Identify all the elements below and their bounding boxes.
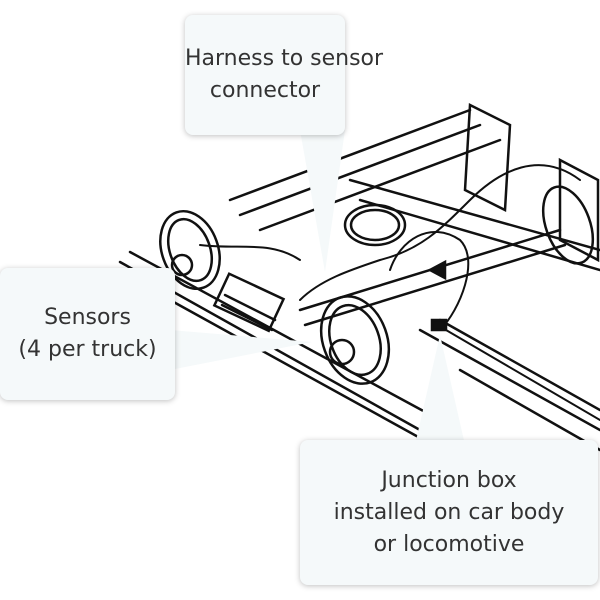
frame-beam [228, 108, 472, 202]
junction-callout-tail [415, 335, 465, 445]
junction-box-mark [430, 318, 448, 332]
wheel-front-left [159, 209, 221, 291]
rail-right [418, 328, 600, 432]
sensors-callout-tail [170, 330, 312, 370]
wheel-front-right [319, 295, 391, 385]
harness-callout-line-2: connector [209, 78, 321, 103]
junction-callout: Junction box installed on car body or lo… [300, 440, 598, 585]
junction-callout-line-1: Junction box [381, 467, 517, 493]
plate [463, 103, 512, 212]
harness-callout-tail [300, 130, 345, 272]
junction-callout-line-2: installed on car body [333, 499, 565, 525]
ring [343, 203, 407, 247]
sensors-callout-line-2: (4 per truck) [18, 337, 157, 362]
harness-callout: Harness to sensor connector [185, 15, 384, 135]
arrow-mark [427, 259, 447, 281]
wheel-rear [541, 185, 595, 265]
sensors-callout: Sensors (4 per truck) [0, 268, 175, 400]
junction-callout-line-3: or locomotive [373, 531, 525, 557]
harness-callout-line-1: Harness to sensor [185, 46, 384, 71]
sensors-callout-line-1: Sensors [44, 305, 131, 330]
